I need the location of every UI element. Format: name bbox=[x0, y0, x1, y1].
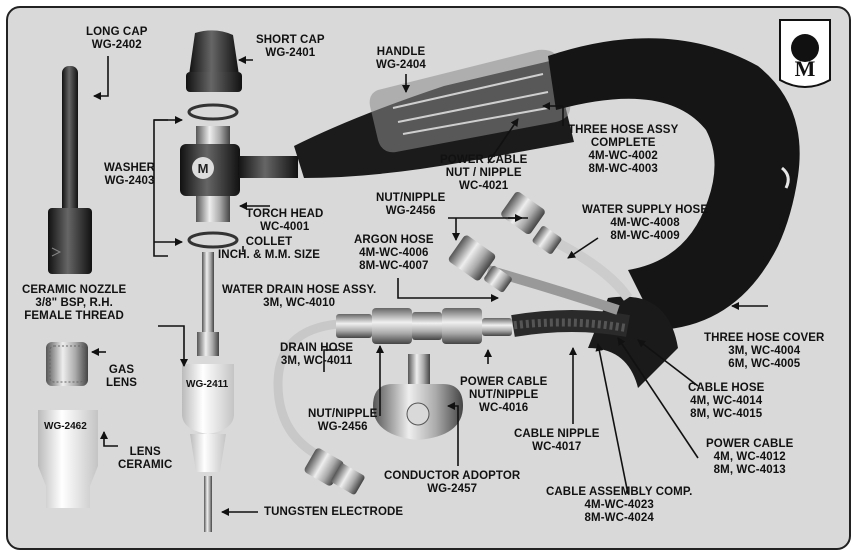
parts-illustration: M bbox=[38, 19, 831, 532]
power-cable-fittings bbox=[336, 308, 512, 344]
collet-body-part bbox=[182, 252, 234, 472]
washer-top bbox=[187, 103, 239, 121]
conductor-adaptor-part bbox=[373, 354, 463, 440]
nut-nipple-top-parts bbox=[448, 191, 562, 293]
drain-hose-part bbox=[273, 319, 340, 469]
lens-ceramic-part bbox=[38, 410, 98, 508]
diagram-panel: M bbox=[6, 6, 851, 550]
part-tag-lens-body: WG-2462 bbox=[44, 421, 87, 432]
label-water-drain-hose: WATER DRAIN HOSE ASSY.3M, WC-4010 bbox=[222, 284, 377, 309]
label-tungsten-electrode: TUNGSTEN ELECTRODE bbox=[264, 506, 404, 518]
long-cap-part bbox=[48, 66, 92, 274]
torch-head-logo: M bbox=[198, 161, 209, 176]
part-tag-collet-body: WG-2411 bbox=[186, 379, 229, 390]
svg-text:M: M bbox=[795, 56, 816, 81]
water-supply-hose-part bbox=[545, 233, 633, 301]
company-logo: M bbox=[779, 19, 831, 88]
tungsten-electrode-part bbox=[204, 476, 212, 532]
gas-lens-part bbox=[46, 342, 88, 386]
handle-part bbox=[294, 49, 574, 178]
nut-nipple-bottom-part bbox=[304, 448, 365, 495]
washer-bottom bbox=[187, 231, 239, 249]
torch-head-part: M bbox=[180, 126, 298, 222]
short-cap-part bbox=[186, 30, 242, 92]
leader-lines bbox=[91, 56, 768, 516]
